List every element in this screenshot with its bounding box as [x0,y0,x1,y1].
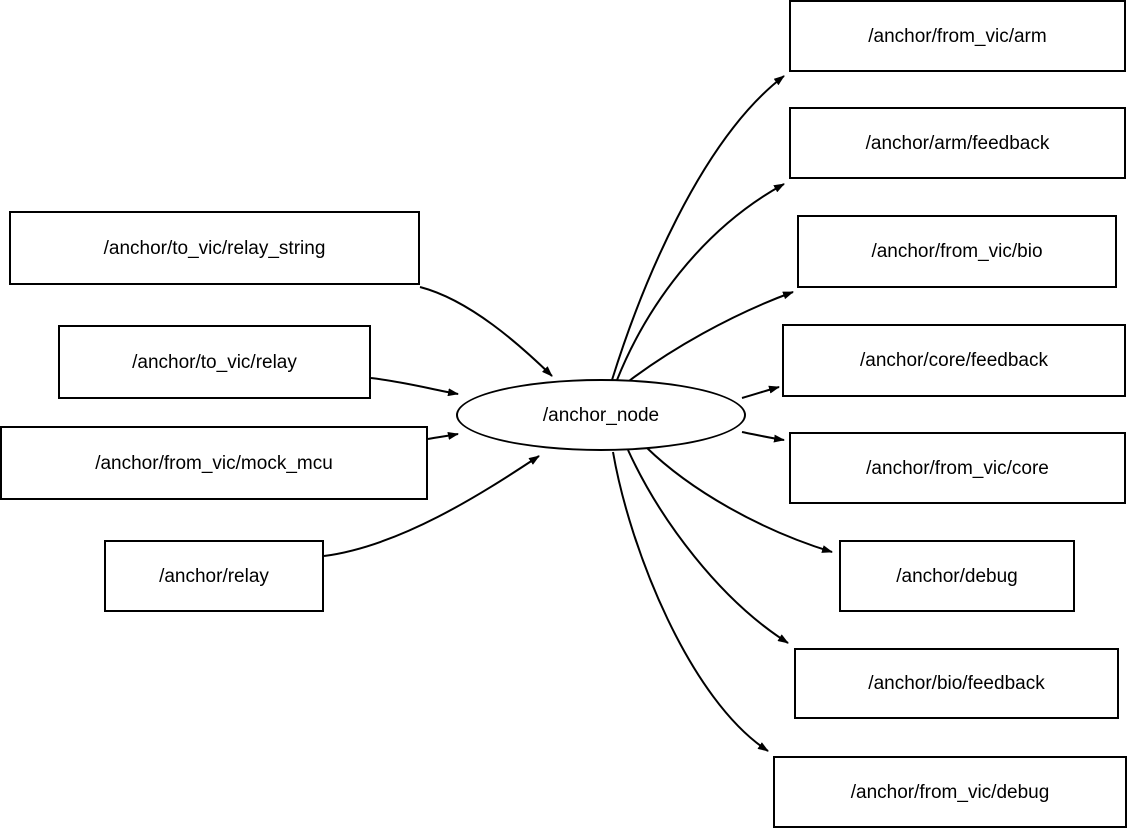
ros-node-anchor-node[interactable]: /anchor_node [456,379,746,451]
edge-e-relay-string-in [419,286,553,377]
topic-node-bio-feedback[interactable]: /anchor/bio/feedback [794,648,1119,719]
ros-node-label: /anchor_node [542,404,660,426]
topic-node-label: /anchor/to_vic/relay_string [103,237,326,259]
edge-e-out-arm-feedback [616,183,785,381]
topic-node-label: /anchor/arm/feedback [865,132,1050,154]
edge-e-out-core-fb [741,385,780,399]
topic-node-from-vic-debug[interactable]: /anchor/from_vic/debug [773,756,1127,828]
edge-e-out-from-vic-dbg [612,451,769,752]
topic-node-label: /anchor/from_vic/debug [850,781,1050,803]
topic-node-from-vic-mock-mcu[interactable]: /anchor/from_vic/mock_mcu [0,426,428,500]
topic-node-to-vic-relay-string[interactable]: /anchor/to_vic/relay_string [9,211,420,285]
topic-node-from-vic-bio[interactable]: /anchor/from_vic/bio [797,215,1117,288]
topic-node-label: /anchor/from_vic/bio [871,241,1043,262]
topic-node-from-vic-core[interactable]: /anchor/from_vic/core [789,432,1126,504]
edge-e-mock-mcu-in [427,432,459,440]
topic-node-label: /anchor/to_vic/relay [132,351,297,373]
topic-node-label: /anchor/from_vic/core [866,457,1049,479]
edge-e-relay-in [370,377,459,397]
topic-node-debug[interactable]: /anchor/debug [839,540,1075,612]
edge-e-out-core [741,431,785,443]
topic-node-to-vic-relay[interactable]: /anchor/to_vic/relay [58,325,371,399]
edge-e-out-arm [611,75,785,381]
topic-node-from-vic-arm[interactable]: /anchor/from_vic/arm [789,0,1126,72]
edge-e-out-bio-fb [627,449,789,644]
topic-node-label: /anchor/debug [896,565,1018,587]
topic-node-arm-feedback[interactable]: /anchor/arm/feedback [789,107,1126,179]
topic-node-core-feedback[interactable]: /anchor/core/feedback [782,324,1126,397]
topic-node-relay[interactable]: /anchor/relay [104,540,324,612]
topic-node-label: /anchor/bio/feedback [868,673,1045,694]
topic-node-label: /anchor/relay [159,565,269,587]
edge-e-out-bio [628,291,794,382]
topic-node-label: /anchor/core/feedback [859,350,1048,371]
topic-node-label: /anchor/from_vic/arm [868,25,1047,47]
topic-node-label: /anchor/from_vic/mock_mcu [95,452,333,474]
